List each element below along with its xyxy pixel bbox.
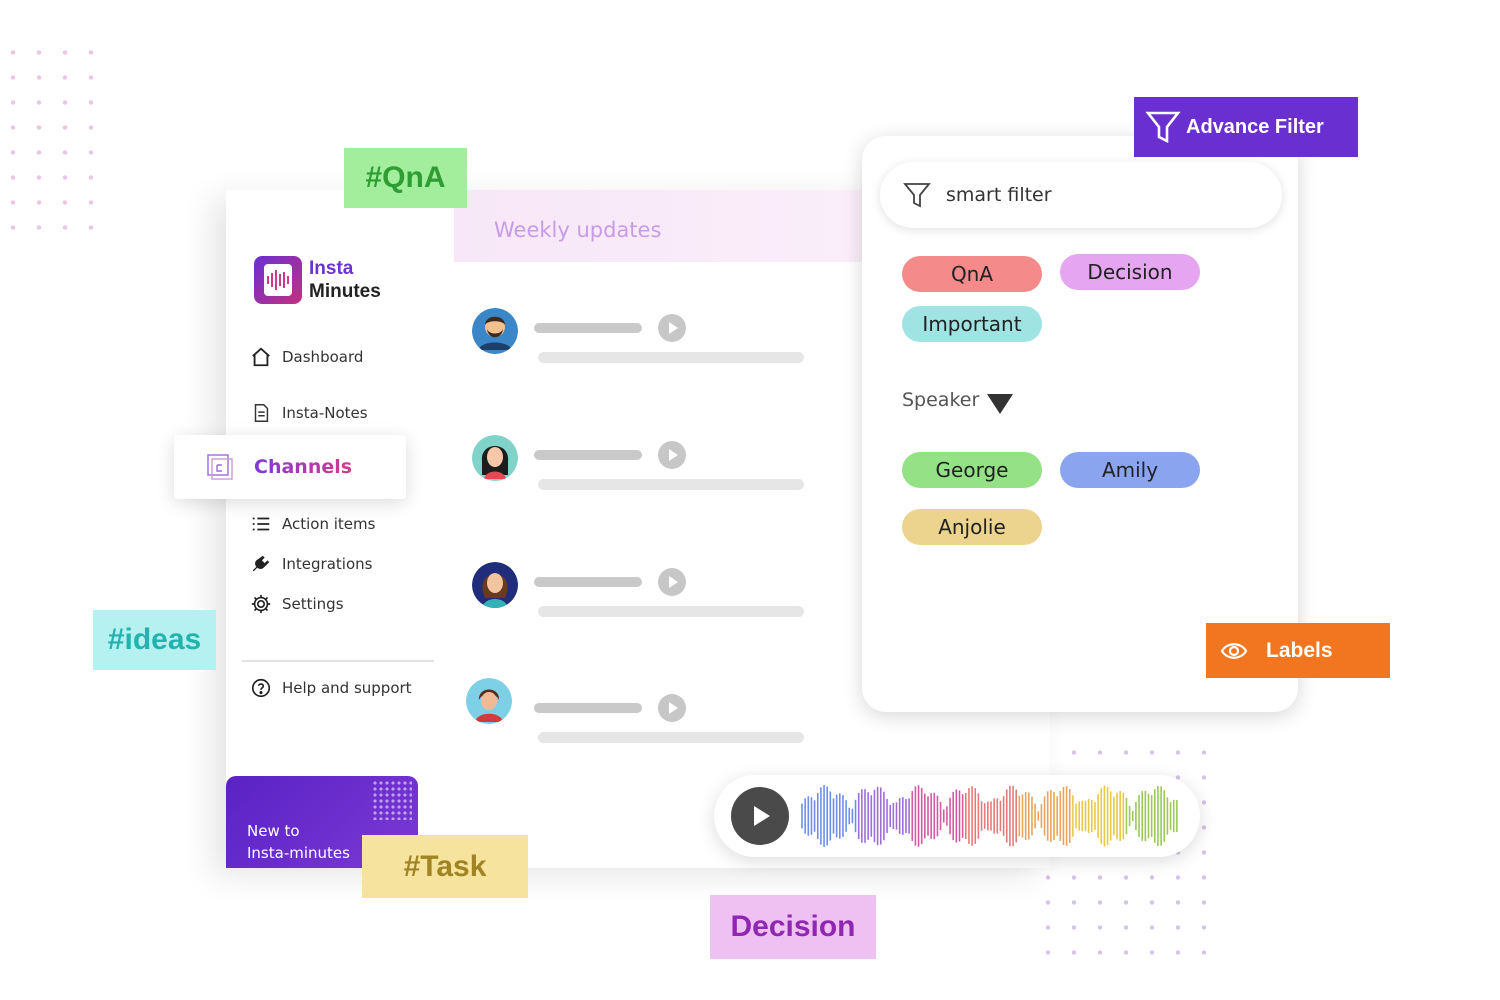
advance-filter-label: Advance Filter <box>1186 115 1324 138</box>
label-chip-important[interactable]: Important <box>902 306 1042 342</box>
channel-title: Weekly updates <box>494 218 662 242</box>
label-chip-qna[interactable]: QnA <box>902 256 1042 292</box>
decorative-dots <box>0 40 115 240</box>
message-title-placeholder <box>534 577 642 587</box>
play-button[interactable] <box>658 441 686 469</box>
play-button[interactable] <box>658 694 686 722</box>
list-item[interactable] <box>472 308 812 368</box>
promo-line1: New to <box>247 822 300 840</box>
tag-ideas: #ideas <box>93 610 216 670</box>
caret-down-icon <box>987 394 1014 414</box>
gear-icon <box>251 594 271 614</box>
smart-filter-input[interactable] <box>946 184 1246 206</box>
sidebar-item-label: Action items <box>282 515 376 533</box>
play-button[interactable] <box>658 568 686 596</box>
sidebar-item-help[interactable]: Help and support <box>250 677 412 699</box>
sidebar-item-label: Help and support <box>282 679 412 697</box>
tag-qna: #QnA <box>344 148 467 208</box>
list-icon <box>252 517 270 531</box>
home-icon <box>252 347 270 367</box>
sidebar-divider <box>242 660 434 662</box>
avatar <box>472 308 518 354</box>
sidebar-item-integrations[interactable]: Integrations <box>250 553 372 575</box>
message-title-placeholder <box>534 703 642 713</box>
sidebar-item-settings[interactable]: Settings <box>250 593 344 615</box>
speaker-dropdown[interactable]: Speaker <box>902 386 1014 414</box>
audio-waveform[interactable] <box>800 781 1182 851</box>
play-button[interactable] <box>658 314 686 342</box>
note-icon <box>254 404 269 422</box>
app-logo[interactable]: Insta Minutes <box>254 256 381 304</box>
message-body-placeholder <box>538 479 804 490</box>
sidebar-item-label: Settings <box>282 595 344 613</box>
channels-icon <box>207 454 233 480</box>
eye-icon <box>1220 642 1248 659</box>
sidebar-item-label: Channels <box>254 456 353 478</box>
list-item[interactable] <box>466 678 812 748</box>
filter-icon <box>1145 111 1181 144</box>
sidebar-item-action-items[interactable]: Action items <box>250 513 375 535</box>
smart-filter-search[interactable] <box>880 162 1282 228</box>
list-item[interactable] <box>472 562 812 622</box>
message-title-placeholder <box>534 450 642 460</box>
advance-filter-button[interactable]: Advance Filter <box>1134 97 1358 157</box>
sidebar-item-label: Insta-Notes <box>282 404 368 422</box>
logo-text-line2: Minutes <box>309 281 381 302</box>
avatar <box>472 562 518 608</box>
help-icon <box>251 678 271 698</box>
advance-filter-panel: QnA Decision Important Speaker George Am… <box>862 136 1298 712</box>
message-body-placeholder <box>538 606 804 617</box>
labels-button-label: Labels <box>1266 638 1333 662</box>
logo-icon <box>254 256 302 304</box>
list-item[interactable] <box>472 435 812 495</box>
message-body-placeholder <box>538 352 804 363</box>
sidebar-item-insta-notes[interactable]: Insta-Notes <box>250 402 368 424</box>
promo-line2: Insta-minutes <box>247 844 350 862</box>
audio-player[interactable] <box>714 775 1200 857</box>
speaker-label: Speaker <box>902 389 980 411</box>
channel-header: Weekly updates <box>454 190 874 262</box>
message-body-placeholder <box>538 732 804 743</box>
sidebar-item-channels[interactable]: Channels <box>174 435 406 499</box>
tag-decision: Decision <box>710 895 876 959</box>
promo-dots <box>372 780 412 820</box>
avatar <box>466 678 512 724</box>
speaker-chip-george[interactable]: George <box>902 452 1042 488</box>
filter-icon <box>903 183 931 208</box>
labels-button[interactable]: Labels <box>1206 623 1390 678</box>
sidebar-item-label: Dashboard <box>282 348 364 366</box>
tag-task: #Task <box>362 835 528 898</box>
sidebar-item-label: Integrations <box>282 555 373 573</box>
avatar <box>472 435 518 481</box>
sidebar-item-dashboard[interactable]: Dashboard <box>250 346 363 368</box>
speaker-chip-anjolie[interactable]: Anjolie <box>902 509 1042 545</box>
logo-text-line1: Insta <box>309 258 354 279</box>
label-chip-decision[interactable]: Decision <box>1060 254 1200 290</box>
speaker-chip-amily[interactable]: Amily <box>1060 452 1200 488</box>
sidebar: Insta Minutes Dashboard Insta-Notes Acti… <box>226 190 454 868</box>
plug-icon <box>252 555 270 572</box>
play-button[interactable] <box>731 787 789 845</box>
message-title-placeholder <box>534 323 642 333</box>
